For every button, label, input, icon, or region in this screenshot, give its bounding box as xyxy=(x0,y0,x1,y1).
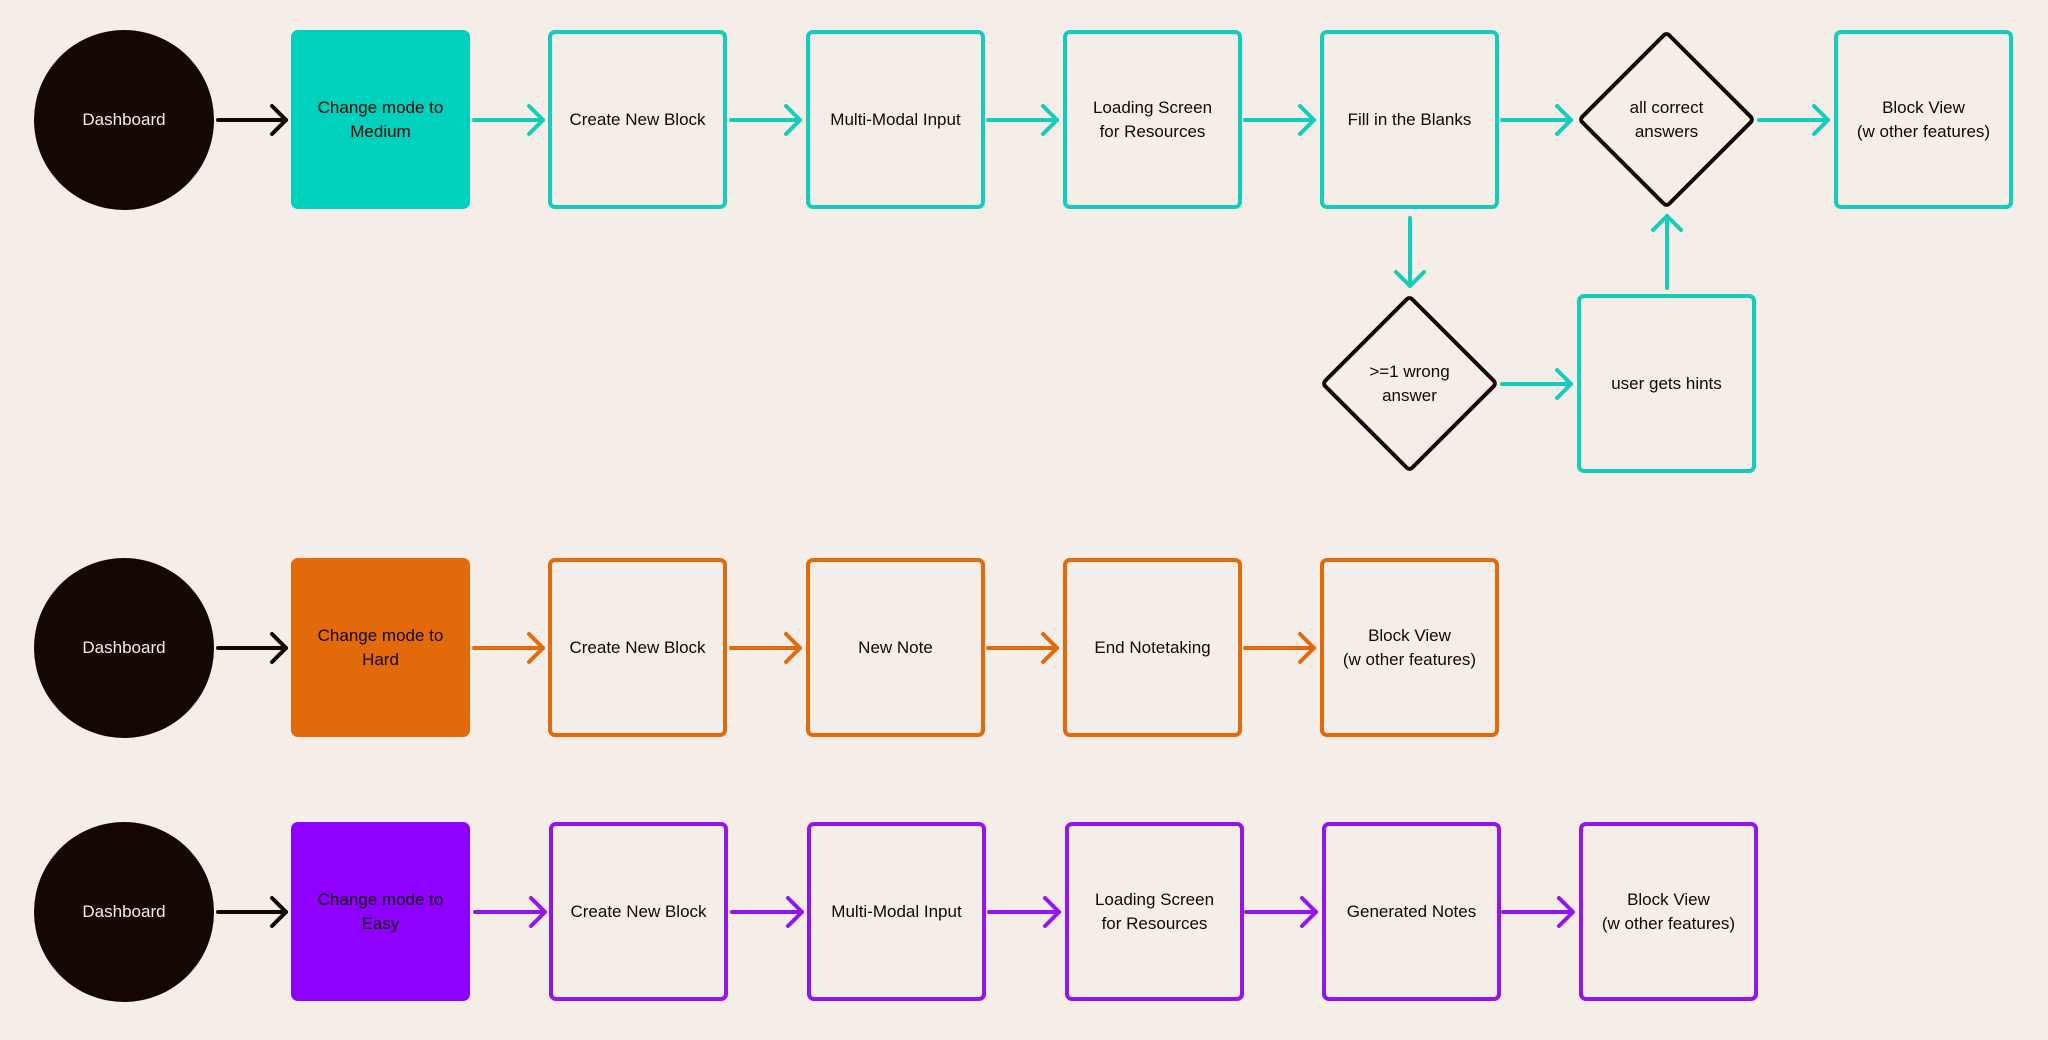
arrow-connector xyxy=(1244,896,1318,928)
node-label: Generated Notes xyxy=(1346,901,1477,921)
easy-dashboard-node: Dashboard xyxy=(34,822,214,1002)
easy-multimodal-node: Multi-Modal Input xyxy=(807,822,986,1001)
arrow-connector xyxy=(729,104,802,136)
hard-end-notetaking-node: End Notetaking xyxy=(1063,558,1242,737)
node-label: New Note xyxy=(858,637,933,657)
medium-block-view-node: Block View (w other features) xyxy=(1834,30,2013,209)
arrow-connector xyxy=(986,104,1059,136)
node-label: Change mode to Easy xyxy=(317,889,444,933)
node-label: Multi-Modal Input xyxy=(831,901,962,921)
arrow-connector xyxy=(216,896,288,928)
node-label: all correct answers xyxy=(1629,97,1704,141)
medium-all-correct-decision: all correct answers xyxy=(1576,29,1757,210)
arrow-connector xyxy=(1500,368,1573,400)
node-label: user gets hints xyxy=(1611,373,1722,393)
node-label: Block View (w other features) xyxy=(1342,625,1477,669)
hard-create-block-node: Create New Block xyxy=(548,558,727,737)
medium-wrong-answer-decision: >=1 wrong answer xyxy=(1319,293,1500,474)
arrow-connector xyxy=(1243,632,1316,664)
medium-fill-blanks-node: Fill in the Blanks xyxy=(1320,30,1499,209)
arrow-connector xyxy=(1500,104,1573,136)
arrow-connector xyxy=(986,632,1059,664)
node-label: Create New Block xyxy=(569,109,706,129)
hard-new-note-node: New Note xyxy=(806,558,985,737)
node-label: Loading Screen for Resources xyxy=(1094,889,1215,933)
node-label: Create New Block xyxy=(569,637,706,657)
node-label: Loading Screen for Resources xyxy=(1092,97,1213,141)
node-label: Dashboard xyxy=(82,110,166,129)
arrow-connector xyxy=(472,632,545,664)
easy-create-block-node: Create New Block xyxy=(549,822,728,1001)
medium-hints-node: user gets hints xyxy=(1577,294,1756,473)
medium-create-block-node: Create New Block xyxy=(548,30,727,209)
arrow-connector xyxy=(730,896,804,928)
easy-block-view-node: Block View (w other features) xyxy=(1579,822,1758,1001)
node-label: >=1 wrong answer xyxy=(1369,361,1450,405)
medium-mode-node: Change mode to Medium xyxy=(291,30,470,209)
node-label: Dashboard xyxy=(82,902,166,921)
node-label: Dashboard xyxy=(82,638,166,657)
node-label: Block View (w other features) xyxy=(1856,97,1991,141)
easy-generated-notes-node: Generated Notes xyxy=(1322,822,1501,1001)
node-label: Fill in the Blanks xyxy=(1347,109,1472,129)
easy-loading-node: Loading Screen for Resources xyxy=(1065,822,1244,1001)
arrow-connector xyxy=(1651,214,1683,290)
arrow-connector xyxy=(1501,896,1575,928)
medium-multimodal-node: Multi-Modal Input xyxy=(806,30,985,209)
hard-dashboard-node: Dashboard xyxy=(34,558,214,738)
node-label: Change mode to Medium xyxy=(317,97,444,141)
easy-mode-node: Change mode to Easy xyxy=(291,822,470,1001)
arrow-connector xyxy=(216,632,288,664)
arrow-connector xyxy=(987,896,1061,928)
node-label: Multi-Modal Input xyxy=(830,109,961,129)
node-label: Create New Block xyxy=(570,901,707,921)
arrow-connector xyxy=(472,104,545,136)
node-label: End Notetaking xyxy=(1094,637,1211,657)
arrow-connector xyxy=(1394,216,1426,288)
arrow-connector xyxy=(1757,104,1830,136)
node-label: Change mode to Hard xyxy=(317,625,444,669)
hard-block-view-node: Block View (w other features) xyxy=(1320,558,1499,737)
arrow-connector xyxy=(473,896,547,928)
medium-dashboard-node: Dashboard xyxy=(34,30,214,210)
hard-mode-node: Change mode to Hard xyxy=(291,558,470,737)
arrow-connector xyxy=(216,104,288,136)
medium-loading-node: Loading Screen for Resources xyxy=(1063,30,1242,209)
arrow-connector xyxy=(729,632,802,664)
arrow-connector xyxy=(1243,104,1316,136)
node-label: Block View (w other features) xyxy=(1601,889,1736,933)
